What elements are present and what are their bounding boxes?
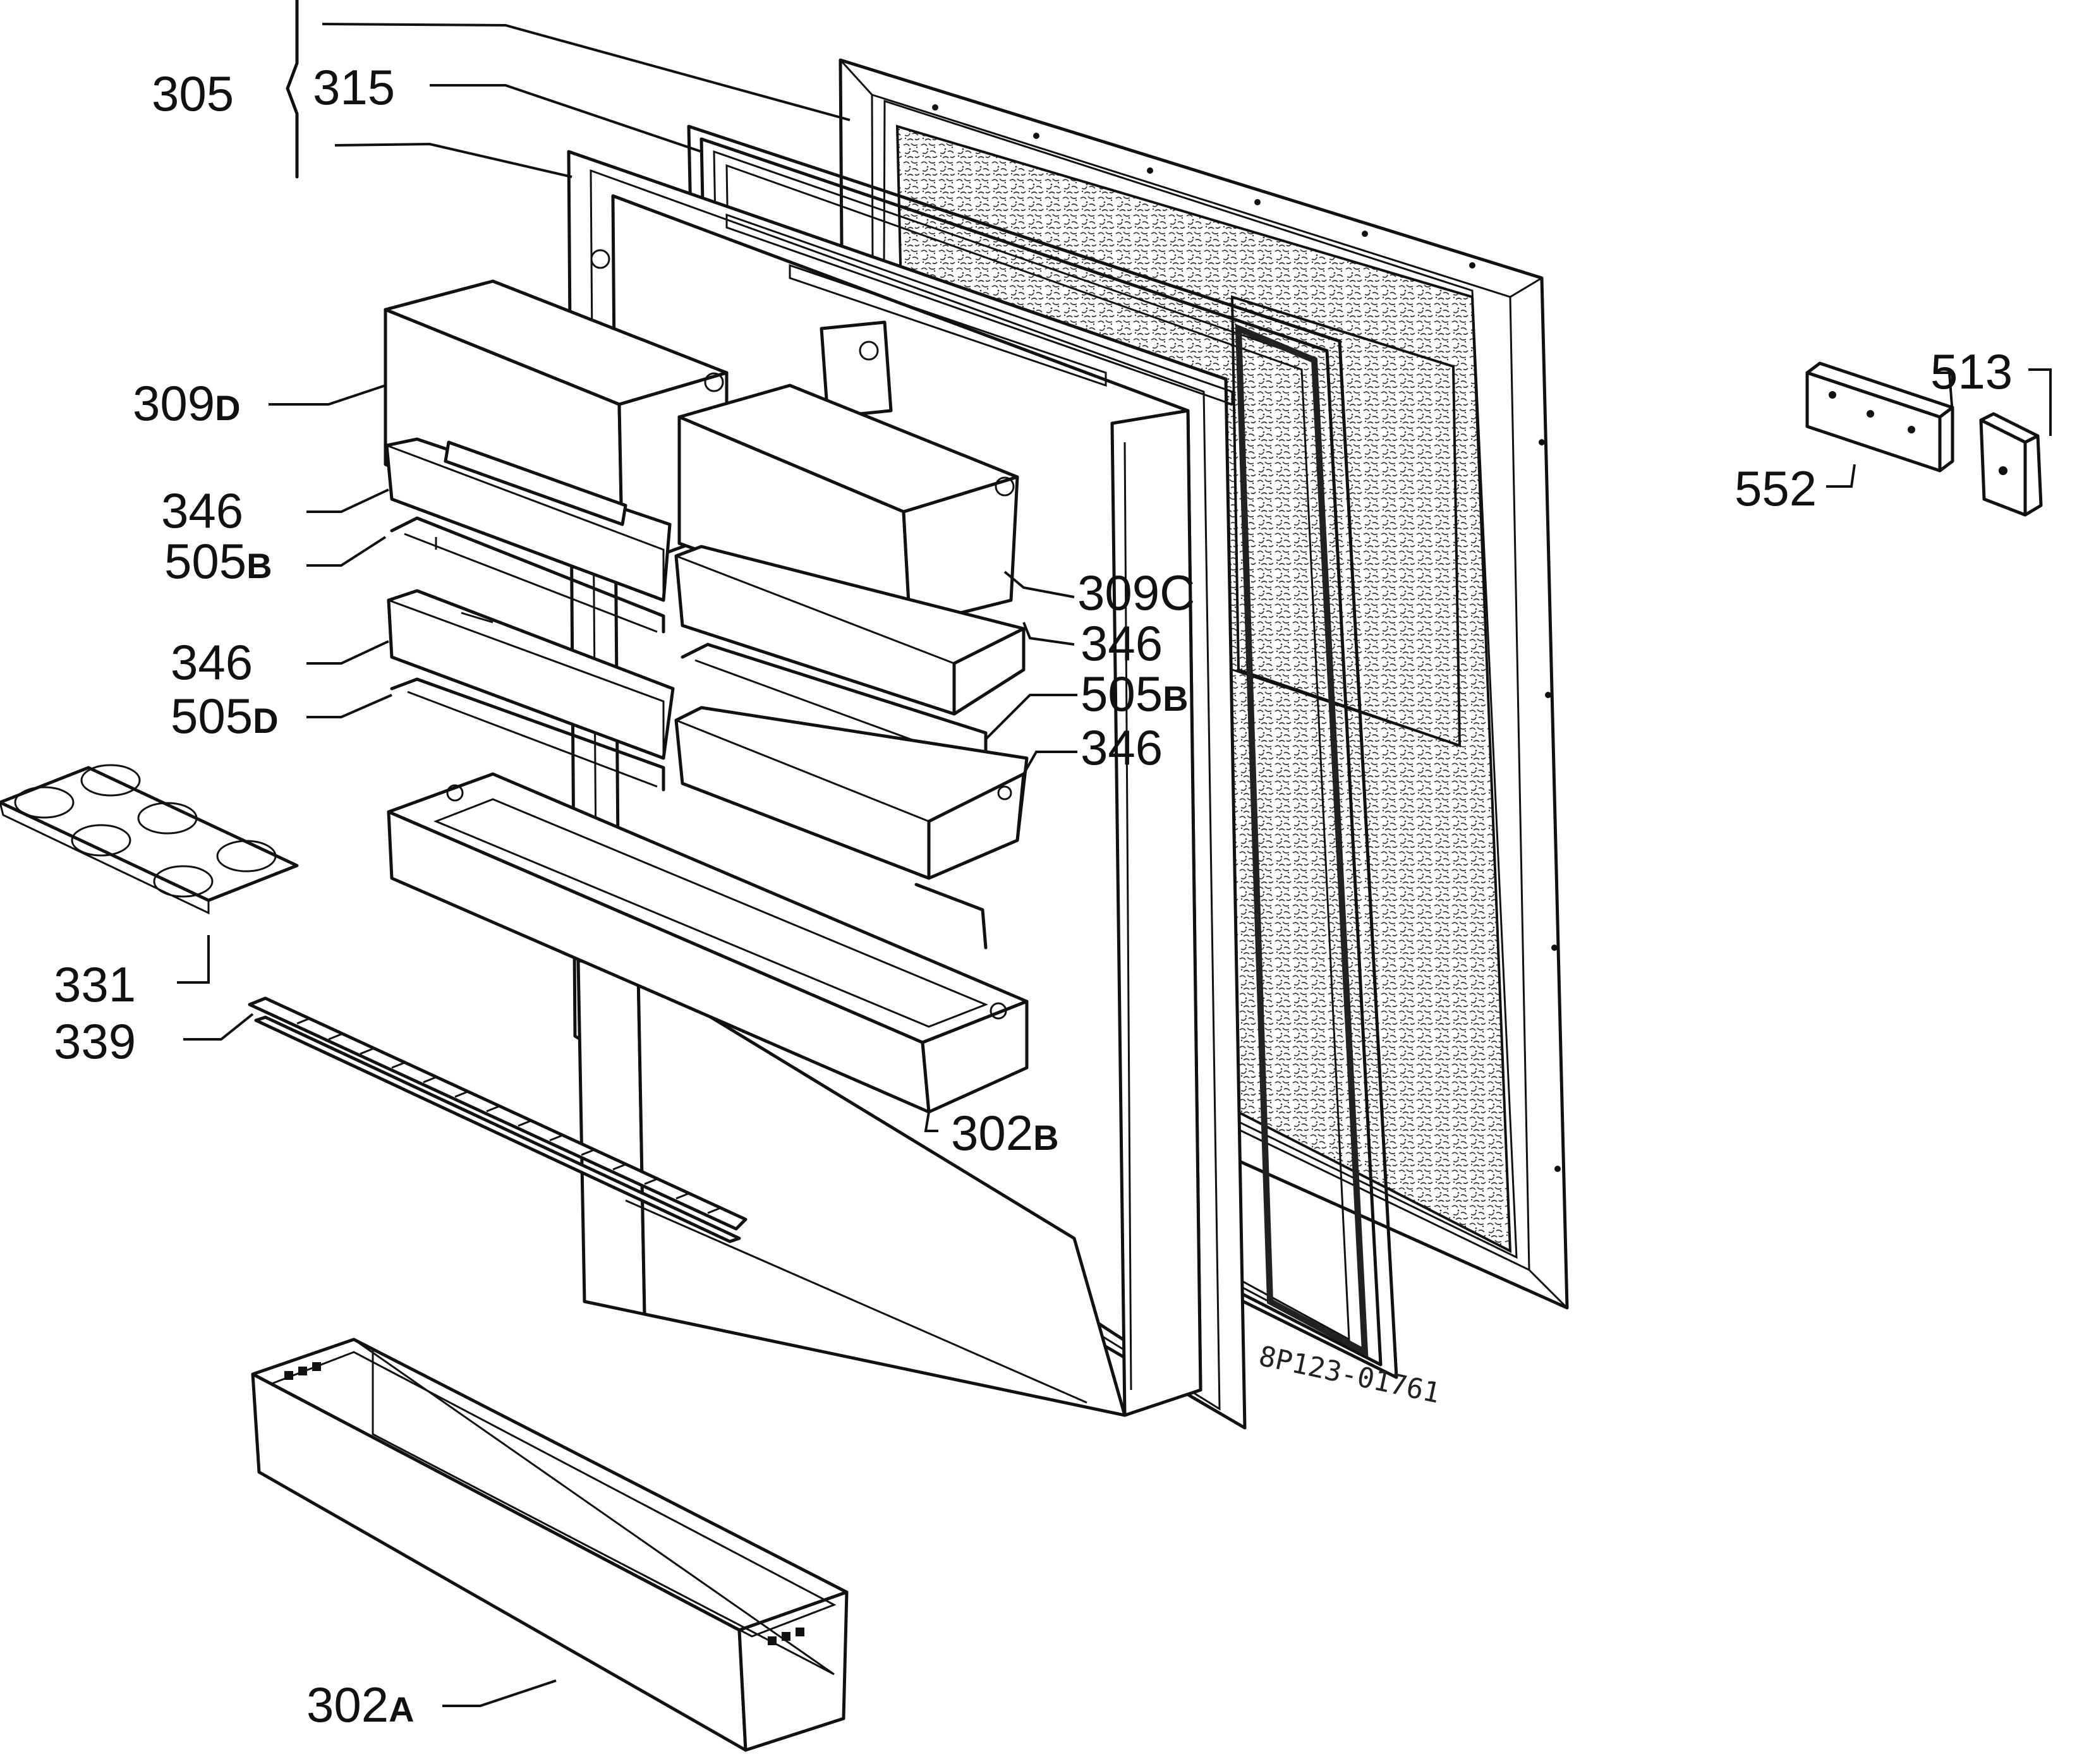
label-305: 305	[152, 66, 234, 121]
part-346-tray-upper-left	[385, 437, 672, 602]
label-339: 339	[54, 1013, 136, 1069]
label-302A: 302A	[306, 1677, 415, 1732]
part-513-hinge-bracket	[1979, 412, 2043, 517]
part-339-rack	[248, 996, 748, 1243]
label-552: 552	[1735, 461, 1817, 516]
label-331: 331	[54, 957, 136, 1012]
part-309C-compartment	[677, 384, 1019, 627]
label-505D: 505D	[171, 688, 279, 744]
part-346-tray-lower-right	[674, 706, 1029, 880]
part-346-tray-middle-left	[387, 589, 675, 760]
part-331-egg-tray	[0, 764, 299, 915]
part-505B-rail-upper-left	[390, 516, 665, 634]
part-302B-shelf	[387, 772, 1029, 1114]
leader-lines	[177, 0, 2052, 1707]
label-309D: 309D	[133, 375, 241, 431]
part-552-hinge-plate	[1805, 361, 1954, 473]
part-302A-bottle-shelf	[251, 1338, 849, 1752]
part-505D-rail-middle-left	[390, 677, 665, 792]
label-505B-right: 505B	[1081, 666, 1189, 722]
part-346-tray-upper-right	[674, 545, 1026, 716]
label-346-middle-left: 346	[171, 634, 253, 690]
label-346-lower-right: 346	[1081, 720, 1163, 775]
label-513: 513	[1930, 344, 2013, 399]
label-346-upper-left: 346	[161, 483, 243, 538]
label-309C: 309C	[1077, 565, 1195, 620]
label-315: 315	[313, 59, 395, 115]
label-346-upper-right: 346	[1081, 615, 1163, 671]
label-505B-upper-left: 505B	[164, 533, 272, 589]
label-302B: 302B	[951, 1105, 1059, 1161]
